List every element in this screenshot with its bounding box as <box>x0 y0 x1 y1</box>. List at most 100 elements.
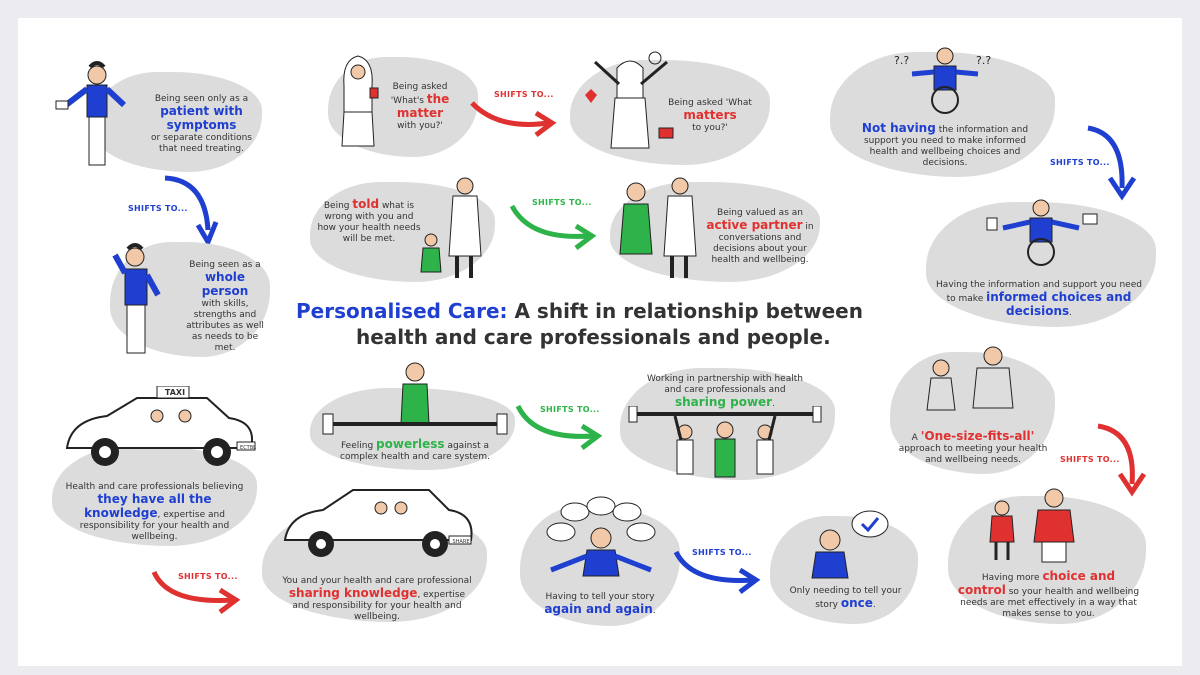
wheelchair-user-icon <box>986 199 1098 266</box>
red-curved-arrow-icon <box>151 570 241 614</box>
p7a-pre: A <box>911 433 921 443</box>
p4a-pre: Being <box>323 201 353 211</box>
panel-patient-with-symptoms: Being seen only as a patient with sympto… <box>52 52 262 182</box>
red-curved-arrow-icon <box>470 101 557 137</box>
man-figure-icon <box>112 243 161 354</box>
p2a-emphasis: the matter <box>396 92 450 120</box>
p6b-post: . <box>772 399 775 409</box>
panel-tell-story-again: Having to tell your story again and agai… <box>520 496 680 626</box>
taxi-plate: ECTBL <box>240 445 256 451</box>
blue-curved-arrow-icon <box>164 175 219 248</box>
red-curved-arrow-icon <box>1097 423 1147 497</box>
p1b-emphasis: whole person <box>201 270 249 298</box>
p5b-emphasis: sharing knowledge <box>288 586 418 600</box>
p3a-emphasis: Not having <box>861 121 936 135</box>
panel-powerless: Feeling powerless against a complex heal… <box>310 358 520 473</box>
p3b-post: . <box>1069 308 1072 318</box>
p2a-pre: Being asked 'What's <box>390 82 448 106</box>
p1b-pre: Being seen as a <box>189 260 261 270</box>
shifts-to-label: SHIFTS TO... <box>1060 455 1120 464</box>
green-curved-arrow-icon <box>509 204 597 250</box>
blue-curved-arrow-icon <box>1087 125 1137 201</box>
green-curved-arrow-icon <box>515 404 603 450</box>
p1a-emphasis: patient with symptoms <box>160 104 243 132</box>
wheelchair-user-icon: ?.? ?.? <box>894 47 991 114</box>
page-title: Personalised Care: A shift in relationsh… <box>296 298 896 350</box>
shifts-to-label: SHIFTS TO... <box>532 198 592 207</box>
p1a-pre: Being seen only as a <box>154 94 249 104</box>
p8b-pre: Only needing to tell your story <box>789 586 902 610</box>
car-icon <box>283 489 473 557</box>
title-lead: Personalised Care: <box>296 299 508 323</box>
two-people-icon <box>926 346 1014 411</box>
p5a-pre: Health and care professionals believing <box>65 482 244 492</box>
shifts-to-label: SHIFTS TO... <box>692 548 752 557</box>
shifts-to-label: SHIFTS TO... <box>178 572 238 581</box>
p3b-pre: Having the information and support you n… <box>936 280 1142 304</box>
p2b-pre: Being asked 'What <box>668 98 752 108</box>
p3b-emphasis: informed choices and decisions <box>986 290 1132 318</box>
panel-what-matters: Being asked 'What matters to you?' <box>560 40 770 170</box>
woman-headscarf-icon <box>341 55 379 147</box>
p7a-post: approach to meeting your health and well… <box>898 444 1048 465</box>
three-people-lifting-icon <box>628 406 822 478</box>
svg-text:?.?: ?.? <box>894 54 909 67</box>
p6b-pre: Working in partnership with health and c… <box>647 374 803 395</box>
p8a-pre: Having to tell your story <box>545 592 655 602</box>
p8a-emphasis: again and again <box>544 602 653 616</box>
woman-arms-up-icon <box>585 51 674 149</box>
p2a-post: with you?' <box>397 121 443 131</box>
shifts-to-label: SHIFTS TO... <box>1050 158 1110 167</box>
p6a-pre: Feeling <box>341 441 377 451</box>
p8b-emphasis: once <box>840 596 873 610</box>
title-line-2: health and care professionals and people… <box>356 325 831 349</box>
panel-whats-the-matter: Being asked 'What's the matter with you?… <box>318 52 478 162</box>
p4b-emphasis: active partner <box>706 218 803 232</box>
shifts-to-label: SHIFTS TO... <box>540 405 600 414</box>
p7a-emphasis: 'One-size-fits-all' <box>920 429 1035 443</box>
shifts-to-label: SHIFTS TO... <box>494 90 554 99</box>
p8b-post: . <box>872 600 876 610</box>
p5b-pre: You and your health and care professiona… <box>282 576 472 586</box>
panel-being-told: Being told what is wrong with you and ho… <box>310 172 500 287</box>
taxi-sign: TAXI <box>164 388 186 397</box>
p2b-post: to you?' <box>692 123 728 133</box>
two-people-icon <box>989 488 1075 563</box>
p7b-emphasis: choice and control <box>957 569 1116 597</box>
p4a-post: what is wrong with you and how your heal… <box>317 201 421 244</box>
panel-active-partner: Being valued as an active partner in con… <box>600 172 820 287</box>
panel-whole-person: Being seen as a whole person with skills… <box>70 232 270 362</box>
p4b-pre: Being valued as an <box>717 208 803 218</box>
p8a-post: . <box>652 606 656 616</box>
panel-sharing-knowledge: SHARE You and your health and care profe… <box>262 480 492 625</box>
p3a-post: the information and support you need to … <box>863 125 1029 168</box>
panel-informed-choices: Having the information and support you n… <box>916 192 1156 332</box>
patient-and-doctor-icon <box>619 177 697 278</box>
p2b-emphasis: matters <box>683 108 737 122</box>
panel-sharing-power: Working in partnership with health and c… <box>620 358 840 483</box>
panel-tell-story-once: Only needing to tell your story once. <box>770 506 920 626</box>
panel-they-have-all-knowledge: TAXI ECTBL Health and care professionals… <box>52 386 262 546</box>
title-line-1: A shift in relationship between <box>507 299 863 323</box>
weightlifter-struggling-icon <box>322 362 508 435</box>
svg-text:?.?: ?.? <box>976 54 991 67</box>
p6a-post: against a complex health and care system… <box>340 441 490 462</box>
panel-one-size-fits-all: A 'One-size-fits-all' approach to meetin… <box>890 342 1060 477</box>
person-with-thought-bubbles-icon <box>546 496 656 577</box>
p1b-post: with skills, strengths and attributes as… <box>186 299 264 353</box>
blue-curved-arrow-icon <box>673 550 761 594</box>
p7b-pre: Having more <box>981 573 1043 583</box>
p4a-emphasis: told <box>352 197 380 211</box>
p5b-post: , expertise and responsibility for your … <box>292 590 466 622</box>
panel-choice-and-control: Having more choice and control so your h… <box>948 486 1148 626</box>
p1a-post: or separate conditions that need treatin… <box>151 133 252 154</box>
doctor-and-patient-icon <box>420 177 482 278</box>
p6a-emphasis: powerless <box>376 437 445 451</box>
p4b-post: in conversations and decisions about you… <box>711 222 814 265</box>
panel-not-having-information: ?.? ?.? Not having the information and s… <box>830 42 1060 182</box>
p6b-emphasis: sharing power <box>675 395 773 409</box>
taxi-car-icon <box>65 386 256 466</box>
shifts-to-label: SHIFTS TO... <box>128 204 188 213</box>
person-with-speech-check-icon <box>811 510 889 579</box>
p5a-post: , expertise and responsibility for your … <box>79 510 230 542</box>
